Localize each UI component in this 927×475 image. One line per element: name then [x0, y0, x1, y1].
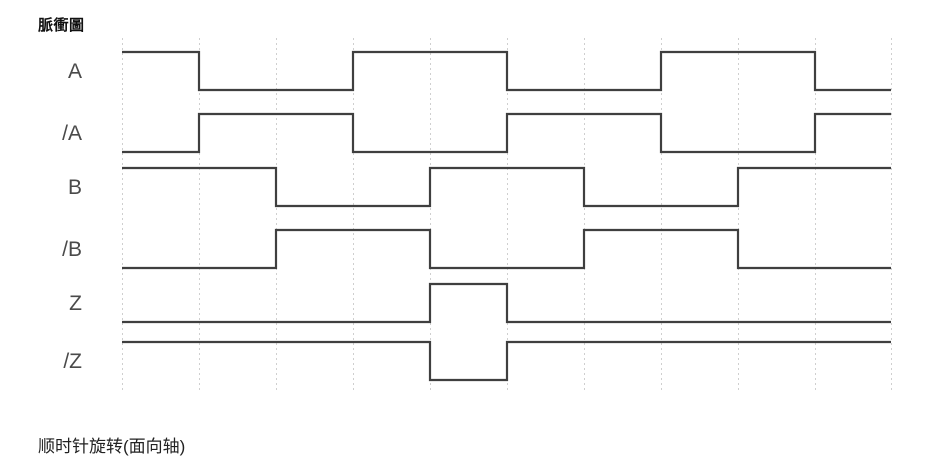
- waveform-traces-group: [122, 50, 891, 382]
- waveform-trace-Z: [122, 282, 891, 324]
- signal-label-a-not: /A: [62, 122, 82, 145]
- signal-label-z-not: /Z: [63, 350, 82, 373]
- figure-caption: 顺时针旋转(面向轴): [38, 437, 186, 456]
- waveform-trace-not-Z: [122, 340, 891, 382]
- signal-label-b: B: [67, 176, 82, 199]
- signal-label-b-not: /B: [62, 238, 82, 261]
- waveform-trace-A: [122, 50, 891, 92]
- figure-title: 脈衝圖: [38, 17, 85, 34]
- waveform-trace-B: [122, 166, 891, 208]
- signal-label-z: Z: [69, 292, 82, 315]
- signal-label-a: A: [67, 60, 82, 83]
- gridlines-group: [122, 38, 892, 392]
- waveform-trace-not-A: [122, 112, 891, 154]
- waveform-trace-not-B: [122, 228, 891, 270]
